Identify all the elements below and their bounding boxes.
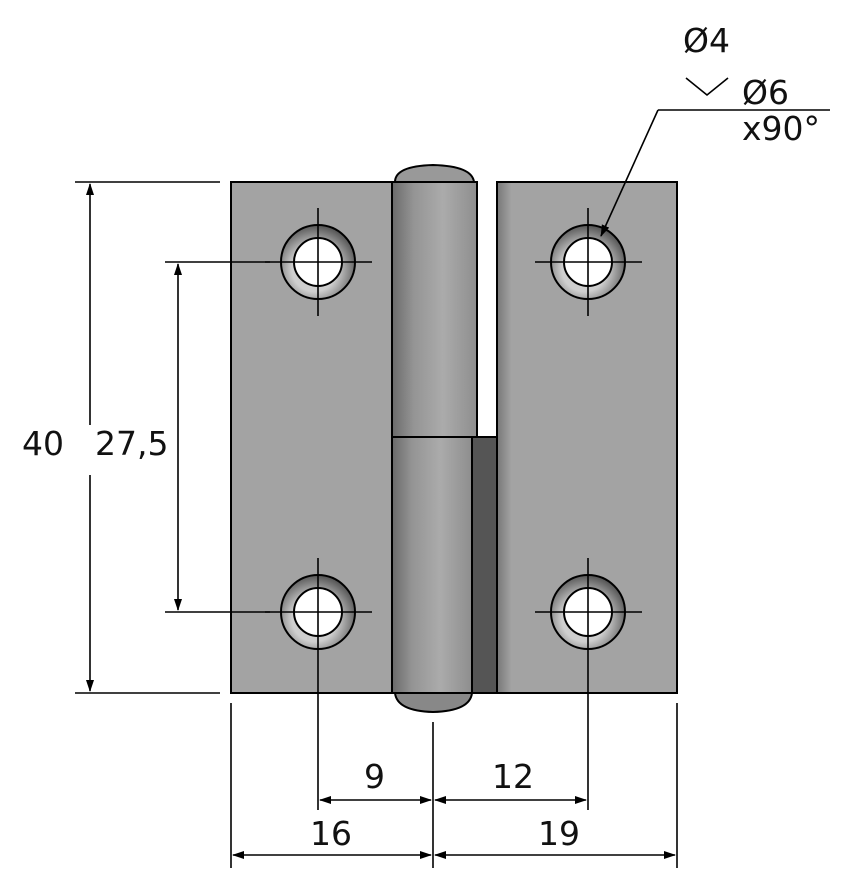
knuckle-shadow — [471, 436, 498, 694]
dim-9: 9 — [364, 757, 385, 796]
dim-19: 19 — [538, 814, 580, 853]
lower-knuckle — [391, 436, 473, 694]
dim-16: 16 — [310, 814, 352, 853]
dim-12: 12 — [492, 757, 534, 796]
countersink-symbol — [685, 77, 729, 97]
center-lines — [265, 208, 642, 666]
callout-leader — [600, 109, 659, 237]
countersink-angle-label: x90° — [742, 109, 820, 148]
upper-knuckle — [391, 181, 478, 438]
extension-lines — [75, 181, 678, 868]
dim-27-5: 27,5 — [95, 424, 168, 463]
dim-40: 40 — [22, 424, 64, 463]
countersink-diameter-label: Ø6 — [742, 73, 789, 112]
pin-bottom-dome — [393, 692, 474, 714]
hole-diameter-label: Ø4 — [683, 21, 730, 60]
pin-top-dome — [393, 163, 476, 183]
